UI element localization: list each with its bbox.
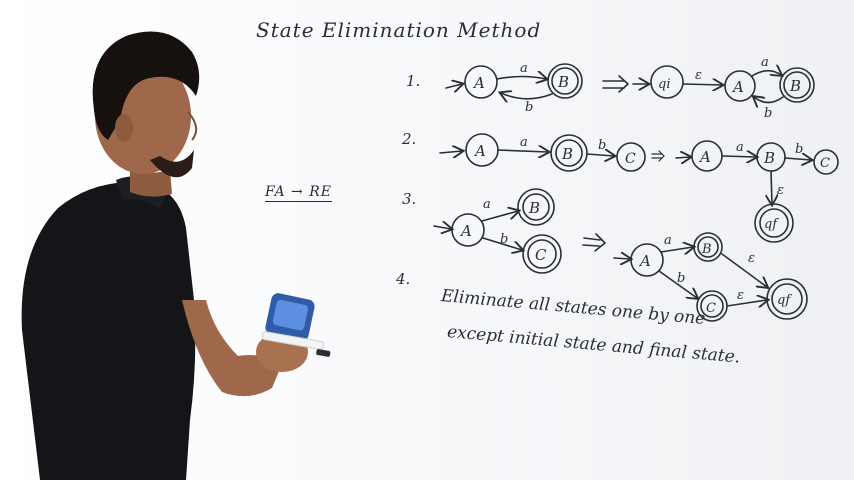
state-label: B <box>528 199 540 217</box>
state-label: C <box>625 151 636 167</box>
state-label: C <box>535 246 547 264</box>
state-label: A <box>459 222 472 240</box>
final-state-node <box>779 67 815 103</box>
state-node <box>813 149 839 175</box>
state-label: C <box>820 156 830 171</box>
transition-symbol: ε <box>695 68 702 83</box>
presenter-ear <box>115 114 133 142</box>
transition-symbol: a <box>520 135 528 150</box>
transition-symbol: a <box>483 197 491 212</box>
diagram-2-converted: A a B b C ε qf <box>675 140 839 243</box>
presenter-neck <box>130 168 172 197</box>
state-label: qi <box>658 77 670 92</box>
fa-to-re-label: FA → RE <box>265 184 332 202</box>
state-node <box>724 70 756 102</box>
presenter-beard <box>150 150 194 178</box>
implies-arrow <box>582 233 606 252</box>
diagram-2-original: A a B b C <box>439 133 646 172</box>
state-label: A <box>472 74 485 92</box>
final-state-inner-ring <box>783 71 811 99</box>
final-state-inner-ring <box>522 193 550 221</box>
transition-arrow <box>496 77 546 80</box>
state-label: B <box>763 149 775 167</box>
start-arrow <box>445 84 462 88</box>
transition-symbol: a <box>520 61 528 76</box>
transition-symbol: b <box>795 142 803 157</box>
presenter-profile <box>187 111 198 141</box>
diagram-3-original: A a B b C <box>433 188 562 274</box>
diagram-3-converted: A a B b C ε ε qf <box>613 232 808 322</box>
final-state-inner-ring <box>555 139 583 167</box>
final-state-node <box>550 134 588 172</box>
transition-symbol: b <box>500 232 508 247</box>
final-state-node <box>754 203 794 243</box>
state-label: qf <box>777 293 792 308</box>
diagram-1-original: A B a b <box>445 61 583 115</box>
state-node <box>451 213 485 247</box>
initial-state-node <box>650 65 684 99</box>
item-number-1: 1. <box>406 72 421 90</box>
presenter-shirt <box>21 181 196 480</box>
transition-symbol: a <box>761 55 769 70</box>
state-node <box>464 65 498 99</box>
item-number-2: 2. <box>402 130 417 148</box>
transition-symbol: a <box>736 140 744 155</box>
transition-symbol: ε <box>748 251 755 266</box>
state-inner-ring <box>700 294 724 318</box>
state-label: B <box>701 242 712 257</box>
state-label: A <box>698 148 711 166</box>
final-state-node <box>693 232 723 262</box>
state-label: B <box>789 77 801 95</box>
state-label: A <box>638 252 651 270</box>
presenter-arm <box>182 300 282 397</box>
phone-icon <box>265 293 315 341</box>
presenter-hair <box>92 31 200 140</box>
item-number-3: 3. <box>402 190 417 208</box>
final-state-inner-ring <box>527 239 557 269</box>
final-state-inner-ring <box>697 236 719 258</box>
state-node <box>616 142 646 172</box>
transition-symbol: ε <box>777 183 784 198</box>
board-title: State Elimination Method <box>256 18 542 42</box>
final-state-inner-ring <box>551 67 579 95</box>
transition-symbol: b <box>764 106 772 121</box>
transition-symbol: ε <box>737 288 744 303</box>
state-label: B <box>557 73 569 91</box>
transition-symbol: b <box>598 138 606 153</box>
transition-symbol: b <box>525 100 533 115</box>
state-label: C <box>706 301 716 316</box>
implies-arrow <box>602 75 629 93</box>
state-label: A <box>731 78 744 96</box>
transition-symbol: b <box>677 271 685 286</box>
item-number-4: 4. <box>396 270 411 288</box>
implies-arrow <box>651 150 665 162</box>
final-state-node <box>766 278 808 320</box>
final-state-node <box>517 188 555 226</box>
state-label: A <box>473 142 486 160</box>
diagram-1-converted: qi ε A B a b <box>632 55 815 121</box>
state-label: B <box>561 145 573 163</box>
transition-symbol: a <box>664 233 672 248</box>
transition-arrow <box>501 93 553 99</box>
final-state-node <box>522 234 562 274</box>
state-label: qf <box>764 217 779 232</box>
marker-icon <box>261 331 331 357</box>
state-node <box>630 243 664 277</box>
final-state-inner-ring <box>771 283 803 315</box>
final-state-inner-ring <box>759 208 789 238</box>
